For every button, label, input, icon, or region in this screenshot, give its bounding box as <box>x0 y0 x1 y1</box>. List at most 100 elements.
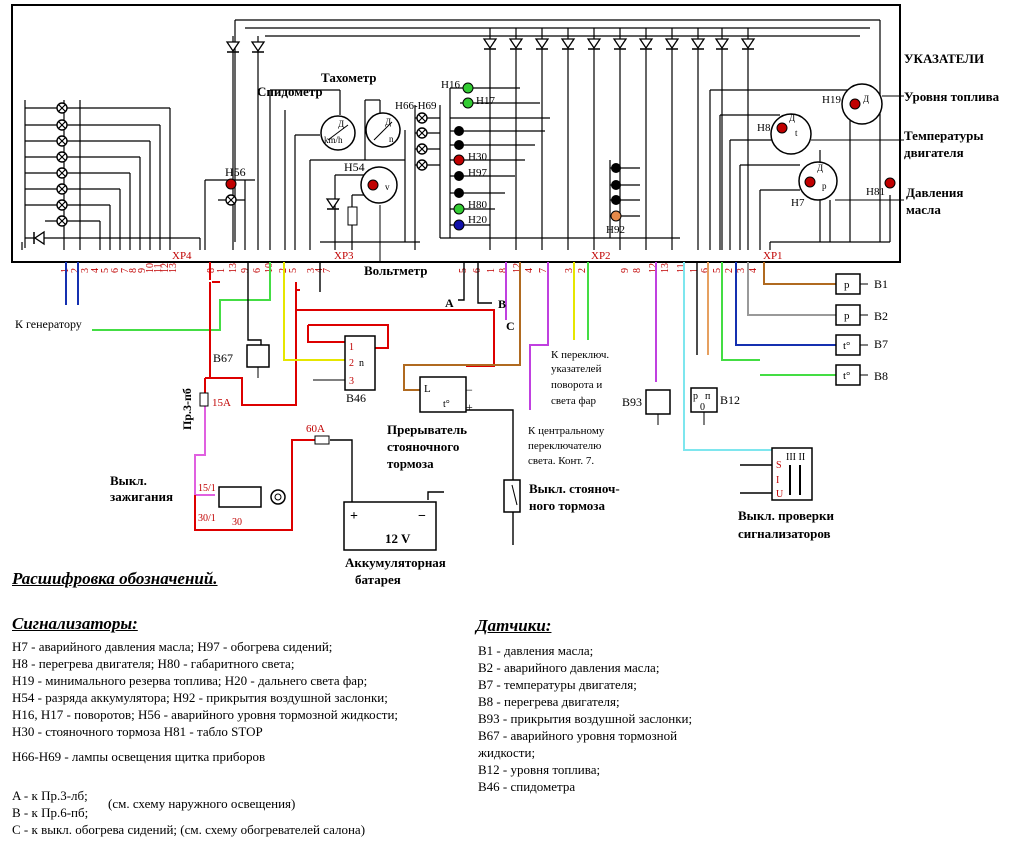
svg-text:7: 7 <box>322 268 333 273</box>
svg-text:11: 11 <box>153 263 164 273</box>
svg-text:п: п <box>705 391 711 402</box>
label-h97: H97 <box>468 167 487 179</box>
svg-text:9: 9 <box>620 268 631 273</box>
svg-text:сигнализаторов: сигнализаторов <box>738 526 831 541</box>
svg-text:Прерыватель: Прерыватель <box>387 422 467 437</box>
svg-text:К центральному: К центральному <box>528 425 605 437</box>
svg-text:2: 2 <box>70 268 81 273</box>
lamps-line: H66-H69 - лампы освещения щитка приборов <box>12 749 266 764</box>
label-oil-line2: масла <box>906 202 941 217</box>
svg-text:6: 6 <box>700 268 711 273</box>
svg-text:9: 9 <box>137 268 148 273</box>
battery <box>343 501 437 551</box>
label-h8: H8 <box>757 122 771 134</box>
svg-text:3: 3 <box>736 268 747 273</box>
svg-text:30: 30 <box>232 517 242 528</box>
cluster-frame <box>11 4 901 263</box>
sensor-b12 <box>690 387 718 413</box>
svg-text:+: + <box>350 509 358 524</box>
svg-text:11: 11 <box>676 263 687 273</box>
svg-text:12: 12 <box>512 263 523 273</box>
svg-text:p: p <box>822 181 827 191</box>
fuel-gauge <box>841 83 883 125</box>
connector-xp3: XP3 <box>334 250 354 262</box>
label-to-generator: К генератору <box>15 317 82 331</box>
svg-text:9: 9 <box>240 268 251 273</box>
label-h19: H19 <box>822 94 841 106</box>
svg-text:t°: t° <box>443 399 450 410</box>
tachometer-gauge <box>365 112 401 148</box>
parking-brake-switch <box>503 479 521 513</box>
svg-text:A: A <box>445 296 454 310</box>
svg-text:Аккумуляторная: Аккумуляторная <box>345 555 446 570</box>
label-fuse-15: Пр.3-пб <box>180 388 194 430</box>
legend-title: Расшифровка обозначений. <box>12 569 218 588</box>
svg-text:света фар: света фар <box>551 395 596 407</box>
label-h16: H16 <box>441 79 460 91</box>
svg-text:8: 8 <box>498 268 509 273</box>
label-h20: H20 <box>468 214 487 226</box>
sensor-list: B1 - давления масла; B2 - аварийного дав… <box>478 643 693 794</box>
svg-text:B93: B93 <box>622 395 642 409</box>
svg-text:t: t <box>795 128 798 138</box>
svg-text:Д: Д <box>338 119 344 129</box>
label-voltmeter: Вольтметр <box>364 263 427 278</box>
svg-text:13: 13 <box>228 263 239 273</box>
connector-xp1: XP1 <box>763 250 783 262</box>
svg-text:12 V: 12 V <box>385 531 411 546</box>
svg-text:Выкл. стояноч-: Выкл. стояноч- <box>529 481 620 496</box>
svg-text:7: 7 <box>538 268 549 273</box>
label-oil-line1: Давления <box>906 185 963 200</box>
label-temp-line1: Температуры <box>904 128 984 143</box>
label-tachometer: Тахометр <box>321 70 377 85</box>
svg-text:батарея: батарея <box>355 572 401 587</box>
parking-interrupter <box>419 376 467 413</box>
svg-text:указателей: указателей <box>551 363 602 375</box>
label-h56: H56 <box>225 165 246 179</box>
svg-text:12: 12 <box>648 263 659 273</box>
svg-text:B12: B12 <box>720 393 740 407</box>
svg-text:B7: B7 <box>874 337 888 351</box>
abc-note: (см. схему наружного освещения) <box>108 796 296 811</box>
svg-text:переключателю: переключателю <box>528 440 601 452</box>
label-h66-h69: H66-H69 <box>395 100 437 112</box>
svg-text:Выкл. проверки: Выкл. проверки <box>738 508 835 523</box>
svg-text:Д: Д <box>863 94 869 104</box>
svg-text:B1: B1 <box>874 277 888 291</box>
svg-text:30/1: 30/1 <box>198 513 216 524</box>
svg-text:зажигания: зажигания <box>110 489 173 504</box>
label-h92: H92 <box>606 224 625 236</box>
svg-text:Д: Д <box>789 113 795 123</box>
svg-text:+: + <box>466 400 473 414</box>
svg-text:тормоза: тормоза <box>387 456 434 471</box>
label-h7: H7 <box>791 197 805 209</box>
signal-list: H7 - аварийного давления масла; H97 - об… <box>12 639 399 739</box>
svg-text:B67: B67 <box>213 351 233 365</box>
svg-text:3: 3 <box>80 268 91 273</box>
svg-text:5: 5 <box>712 268 723 273</box>
svg-text:B46: B46 <box>346 391 366 405</box>
external-wires <box>65 262 836 545</box>
svg-text:B8: B8 <box>874 369 888 383</box>
sensor-b67 <box>246 344 270 368</box>
svg-text:1: 1 <box>216 268 227 273</box>
svg-text:стояночного: стояночного <box>387 439 459 454</box>
label-central-switch: К центральному переключателю света. Конт… <box>528 425 605 467</box>
section-heading: УКАЗАТЕЛИ <box>904 51 984 66</box>
svg-text:n: n <box>389 134 394 144</box>
svg-text:6: 6 <box>110 268 121 273</box>
svg-text:13: 13 <box>168 263 179 273</box>
svg-text:1: 1 <box>689 268 700 273</box>
sensor-b46 <box>344 335 376 391</box>
svg-text:4: 4 <box>748 268 759 273</box>
svg-text:km/h: km/h <box>324 135 343 145</box>
svg-text:III II: III II <box>786 452 805 463</box>
svg-text:К переключ.: К переключ. <box>551 349 609 361</box>
connector-xp4: XP4 <box>172 250 192 262</box>
svg-text:0: 0 <box>700 402 705 413</box>
svg-text:1: 1 <box>486 268 497 273</box>
svg-text:2: 2 <box>724 268 735 273</box>
oil-gauge <box>798 161 838 201</box>
label-temp-line2: двигателя <box>904 145 964 160</box>
